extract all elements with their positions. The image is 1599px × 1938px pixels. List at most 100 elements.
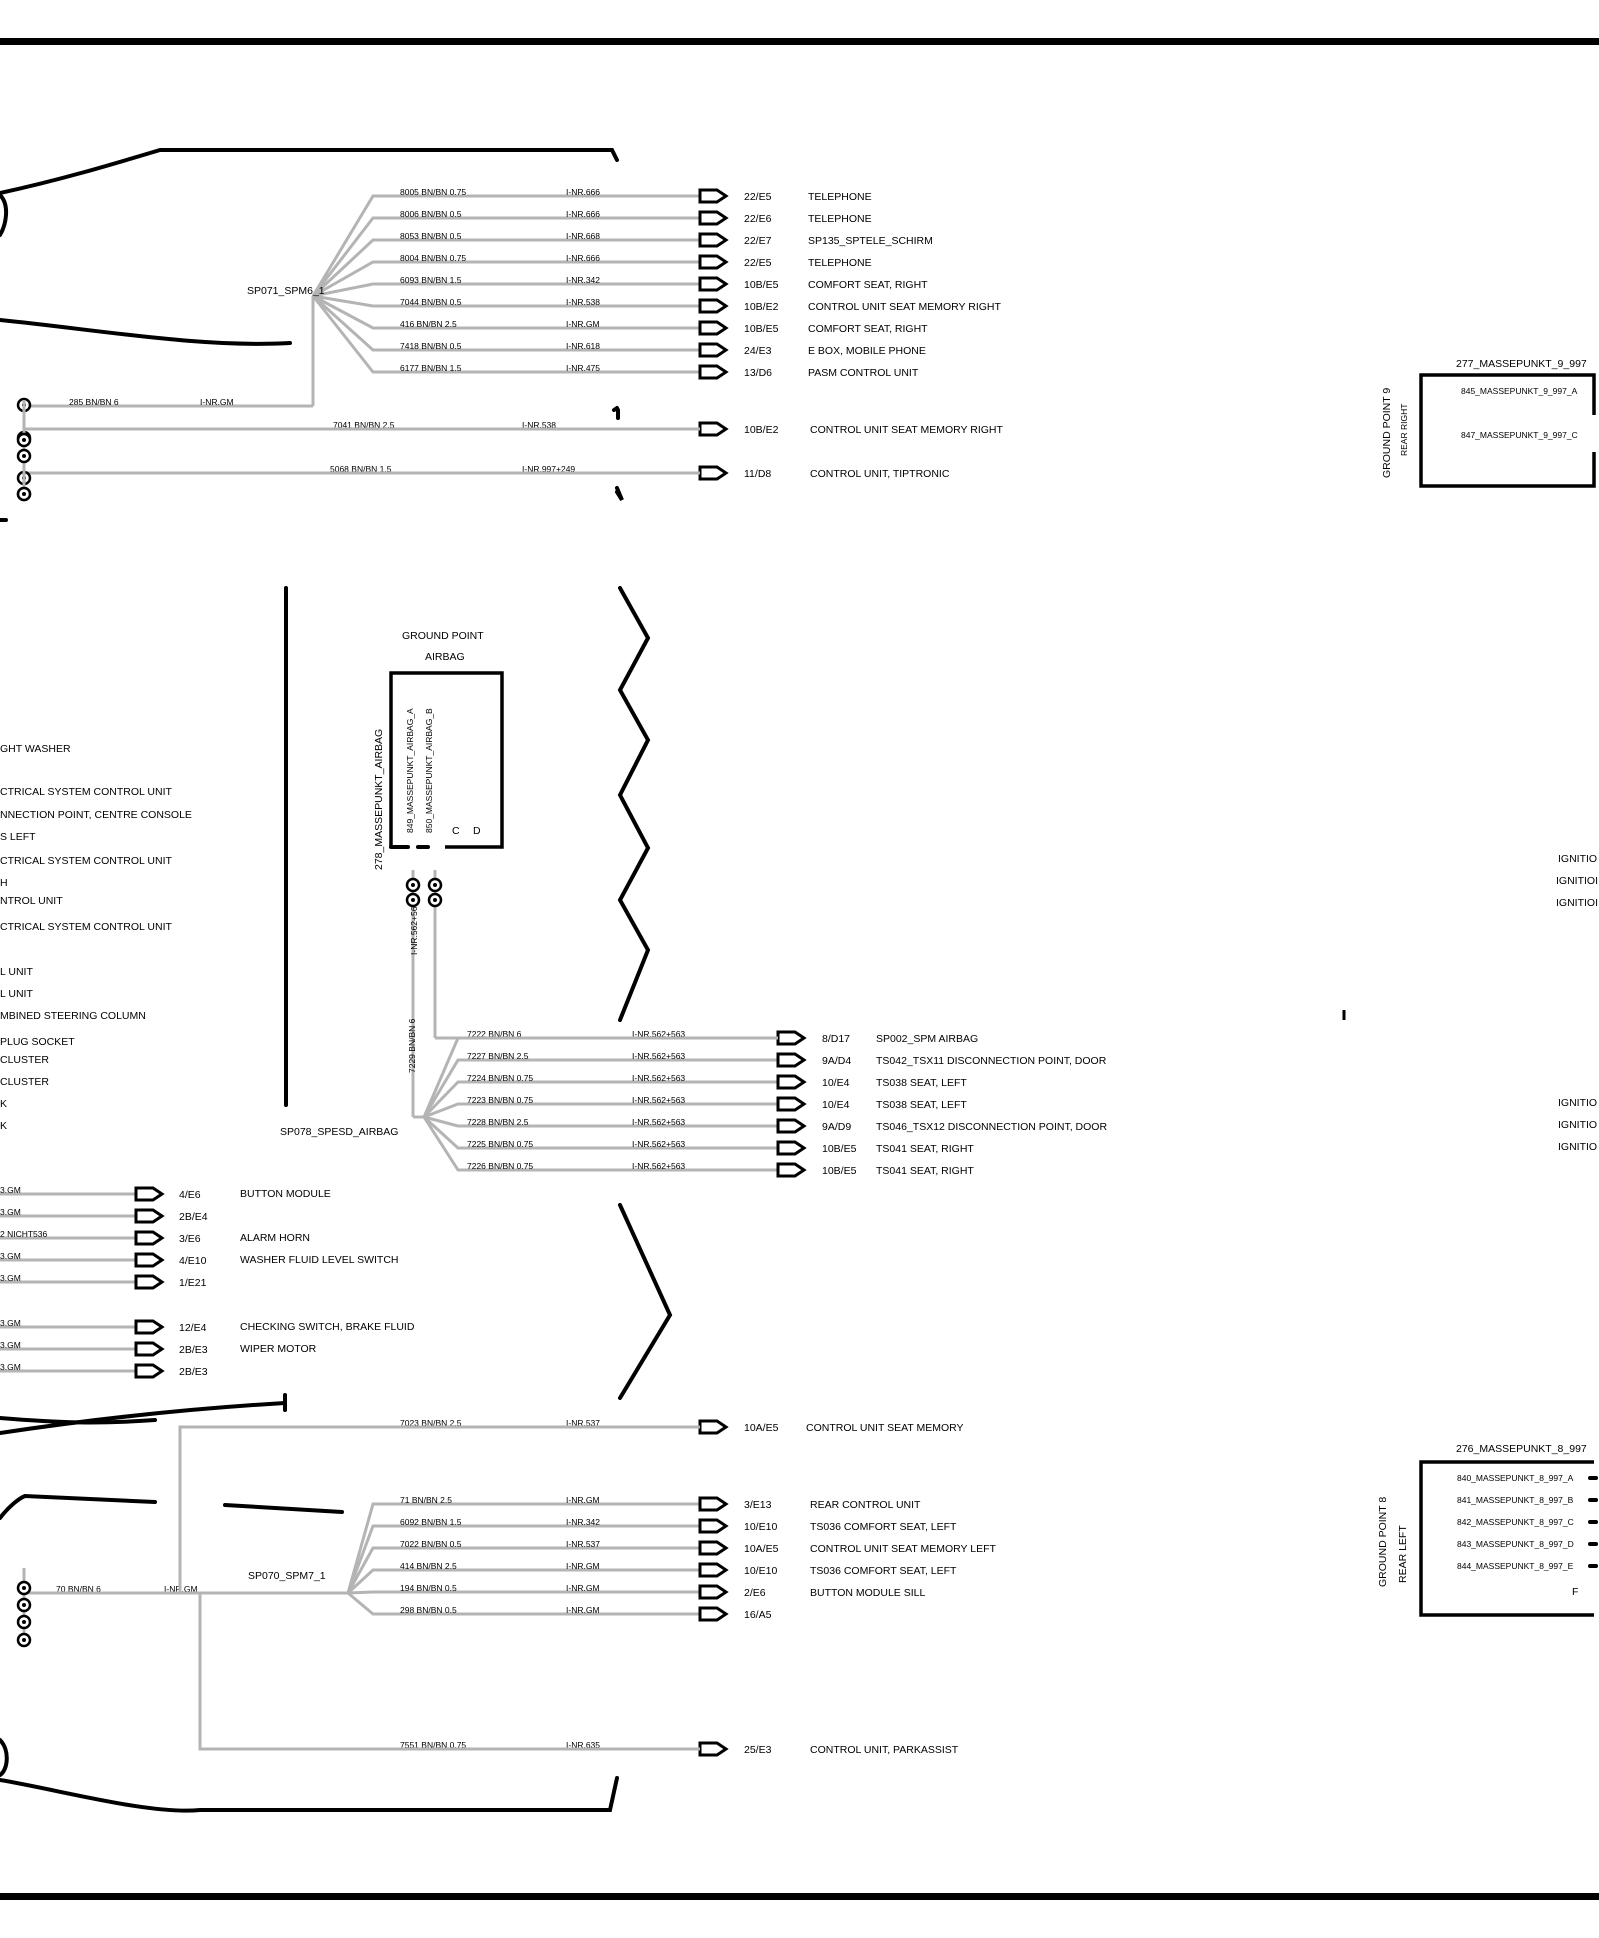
connector-arrow-icon: [698, 188, 729, 204]
ground-title: AIRBAG: [425, 651, 465, 663]
desc-label: REAR CONTROL UNIT: [810, 1499, 921, 1511]
inr-label: I-NR.562+563: [632, 1139, 685, 1149]
partial-label: MBINED STEERING COLUMN: [0, 1010, 146, 1022]
connector-arrow-icon: [776, 1074, 807, 1090]
inr-label: I-NR.562+563: [632, 1073, 685, 1083]
desc-label: TS036 COMFORT SEAT, LEFT: [810, 1565, 957, 1577]
desc-label: CONTROL UNIT, TIPTRONIC: [810, 468, 950, 480]
eyelet-center: [433, 898, 437, 902]
wire-line: [311, 295, 700, 374]
desc-label: E BOX, MOBILE PHONE: [808, 345, 926, 357]
connector-arrow-icon: [698, 421, 729, 437]
harness-outlines: [0, 148, 1346, 1813]
desc-label: CONTROL UNIT SEAT MEMORY RIGHT: [810, 424, 1003, 436]
wire-label: 7223 BN/BN 0.75: [467, 1095, 533, 1105]
partial-label: K: [0, 1120, 7, 1132]
inr-label: I-NR.GM: [566, 1605, 600, 1615]
connector-arrow-icon: [134, 1252, 165, 1268]
connector-arrow-icon: [698, 1606, 729, 1622]
connector-arrow-icon: [698, 276, 729, 292]
pin-label: 842_MASSEPUNKT_8_997_C: [1457, 1517, 1574, 1527]
wire-line: [422, 1116, 778, 1172]
partial-label: GHT WASHER: [0, 743, 71, 755]
inr-label: I-NR.GM: [566, 319, 600, 329]
partial-label: S LEFT: [0, 831, 36, 843]
wire-label: 3.GM: [0, 1207, 21, 1217]
connector-arrow-icon: [698, 1518, 729, 1534]
desc-label: WASHER FLUID LEVEL SWITCH: [240, 1254, 399, 1266]
partial-label: NNECTION POINT, CENTRE CONSOLE: [0, 809, 192, 821]
inr-label: I-NR.537: [566, 1539, 600, 1549]
pin-label: 843_MASSEPUNKT_8_997_D: [1457, 1539, 1574, 1549]
wire-line: [311, 238, 700, 298]
wire-line: [311, 216, 700, 297]
wire-label: 3.GM: [0, 1251, 21, 1261]
splice-label: SP070_SPM7_1: [248, 1570, 326, 1582]
pin-label: 841_MASSEPUNKT_8_997_B: [1457, 1495, 1574, 1505]
ref-label: 12/E4: [179, 1322, 207, 1334]
wire-label: 7222 BN/BN 6: [467, 1029, 522, 1039]
connector-arrow-icon: [698, 254, 729, 270]
partial-label: IGNITIOI: [1556, 897, 1598, 909]
ref-label: 3/E6: [179, 1233, 201, 1245]
desc-label: BUTTON MODULE SILL: [810, 1587, 925, 1599]
left-partial-labels: GHT WASHER CTRICAL SYSTEM CONTROL UNIT NNE…: [0, 743, 192, 1132]
inr-label: I-NR.997+249: [522, 464, 575, 474]
desc-label: TS038 SEAT, LEFT: [876, 1099, 967, 1111]
connector-arrow-icon: [698, 342, 729, 358]
connector-arrow-icon: [776, 1140, 807, 1156]
partial-label: CTRICAL SYSTEM CONTROL UNIT: [0, 921, 172, 933]
inr-label: I-NR.618: [566, 341, 600, 351]
wire-line: [422, 1058, 778, 1118]
splice-label: SP071_SPM6_1: [247, 285, 325, 297]
feed-inr-label: I-NR.562+563: [409, 902, 419, 955]
ground-title: 277_MASSEPUNKT_9_997: [1456, 358, 1587, 370]
desc-label: COMFORT SEAT, RIGHT: [808, 279, 928, 291]
connector-arrow-icon: [698, 1584, 729, 1600]
wire-line: [311, 194, 700, 297]
desc-label: PASM CONTROL UNIT: [808, 367, 919, 379]
ref-label: 4/E6: [179, 1189, 201, 1201]
ref-label: 13/D6: [744, 367, 772, 379]
connector-arrow-icon: [698, 1419, 729, 1435]
wire-line: [346, 1524, 700, 1594]
eyelet-center: [22, 1586, 26, 1590]
feed-wire-label: 70 BN/BN 6: [56, 1584, 101, 1594]
wire-label: 7225 BN/BN 0.75: [467, 1139, 533, 1149]
desc-label: TS046_TSX12 DISCONNECTION POINT, DOOR: [876, 1121, 1107, 1133]
ref-label: 10/E4: [822, 1077, 850, 1089]
pin-label: C: [452, 825, 460, 837]
eyelet-center: [433, 883, 437, 887]
partial-label: NTROL UNIT: [0, 895, 63, 907]
eyelet-center: [22, 492, 26, 496]
inr-label: I-NR.342: [566, 275, 600, 285]
connector-arrow-icon: [134, 1208, 165, 1224]
ref-label: 10B/E5: [822, 1143, 857, 1155]
connector-arrow-icon: [698, 298, 729, 314]
eyelet-center: [22, 438, 26, 442]
ref-label: 22/E5: [744, 257, 772, 269]
desc-label: COMFORT SEAT, RIGHT: [808, 323, 928, 335]
wire-line: [423, 1115, 778, 1128]
ref-label: 10B/E5: [822, 1165, 857, 1177]
inr-label: I-NR.562+563: [632, 1029, 685, 1039]
partial-label: IGNITIO: [1558, 1097, 1597, 1109]
partial-label: H: [0, 877, 8, 889]
wire-line: [346, 1546, 700, 1594]
desc-label: TELEPHONE: [808, 257, 872, 269]
wire-line: [178, 1425, 700, 1593]
wire-label: 7044 BN/BN 0.5: [400, 297, 462, 307]
side-label: REAR RIGHT: [1399, 404, 1409, 456]
desc-label: TS038 SEAT, LEFT: [876, 1077, 967, 1089]
pin-label: 840_MASSEPUNKT_8_997_A: [1457, 1473, 1574, 1483]
ref-label: 1/E21: [179, 1277, 207, 1289]
ref-label: 22/E6: [744, 213, 772, 225]
partial-label: PLUG SOCKET: [0, 1036, 75, 1048]
wire-line: [346, 1568, 700, 1595]
